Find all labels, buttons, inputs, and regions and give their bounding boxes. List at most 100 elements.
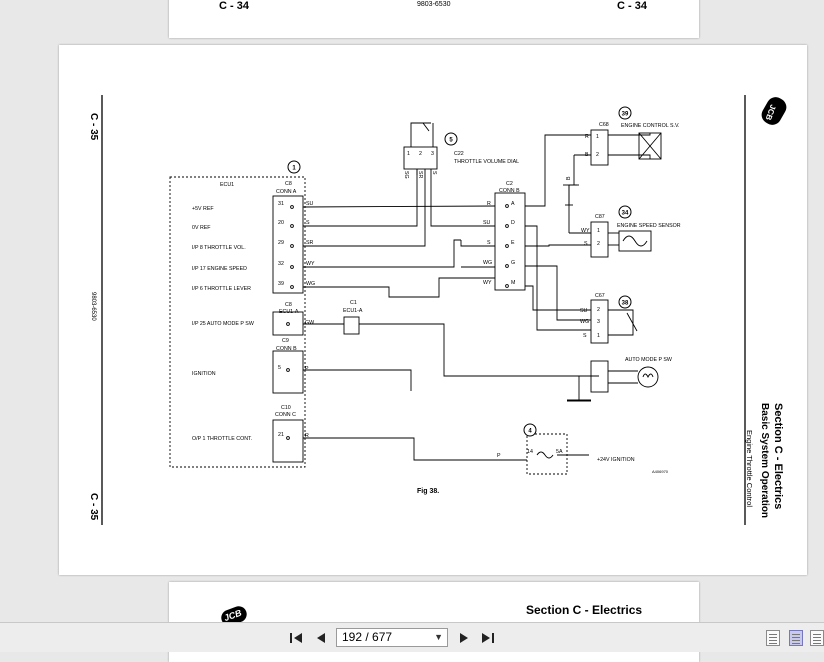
c87-wire-1: WY bbox=[581, 228, 590, 234]
two-page-view-button[interactable] bbox=[810, 630, 824, 646]
c8-wire-4: WY bbox=[306, 261, 315, 267]
callout-text-5: 5 bbox=[449, 138, 453, 144]
c22-wire-2: SR bbox=[417, 171, 423, 179]
figure-caption: Fig 38. bbox=[417, 488, 439, 495]
c87-pin-2: 2 bbox=[597, 241, 600, 247]
chevron-down-icon: ▼ bbox=[434, 632, 443, 642]
document-page: C - 35 C - 35 9803-6530 Section C - Elec… bbox=[59, 45, 807, 575]
c2-wire-2: SU bbox=[483, 220, 491, 226]
page-indicator: 192 / 677 bbox=[342, 630, 393, 644]
prev-page-number-right: C - 34 bbox=[617, 0, 647, 12]
c8-conn: CONN A bbox=[276, 189, 297, 195]
c9-pin: 5 bbox=[278, 365, 281, 371]
c8-pin-2: 20 bbox=[278, 220, 284, 226]
c67-label: C67 bbox=[595, 293, 605, 299]
page-selector[interactable]: 192 / 677 ▼ bbox=[336, 628, 448, 647]
figure-id: A406970 bbox=[652, 469, 669, 474]
c8b-label: C8 bbox=[285, 302, 292, 308]
callout-5 bbox=[444, 132, 458, 146]
c8-pin-3: 29 bbox=[278, 240, 284, 246]
topic-title: Engine Throttle Control bbox=[745, 430, 754, 507]
callout-38 bbox=[618, 295, 632, 309]
c22-wire-1: SG bbox=[403, 171, 409, 179]
previous-page-icon bbox=[317, 633, 325, 643]
c2-pin-4: G bbox=[511, 260, 515, 266]
c10-conn: CONN C bbox=[275, 412, 296, 418]
c8-wire-2: S bbox=[306, 220, 310, 226]
callout-39 bbox=[618, 106, 632, 120]
c22-wire-3: S bbox=[431, 171, 437, 175]
c22-desc: THROTTLE VOLUME DIAL bbox=[454, 159, 519, 165]
c1-conn: ECU1-A bbox=[343, 308, 363, 314]
c8-wire-5: WG bbox=[306, 281, 315, 287]
subsection-title: Basic System Operation bbox=[759, 403, 770, 518]
fuse-pin-1: 14 bbox=[527, 449, 533, 455]
c2-conn: CONN B bbox=[499, 188, 520, 194]
c2-wire-1: R bbox=[487, 201, 491, 207]
last-page-button[interactable] bbox=[480, 630, 496, 646]
callout-text-38: 38 bbox=[622, 301, 629, 307]
c67-wire-2: WG bbox=[580, 319, 589, 325]
ignition-label: +24V IGNITION bbox=[597, 457, 635, 463]
c67-wire-1: SU bbox=[580, 308, 588, 314]
side-doc-number: 9803-6530 bbox=[90, 292, 96, 321]
c9-conn: CONN B bbox=[276, 346, 297, 352]
c68-desc: ENGINE CONTROL S.V. bbox=[621, 123, 679, 129]
ecu-signal-1: +5V REF bbox=[192, 206, 214, 212]
c2-label: C2 bbox=[506, 181, 513, 187]
next-section-title: Section C - Electrics bbox=[526, 603, 643, 617]
c8b-conn: ECU1-A bbox=[279, 309, 299, 315]
callout-text-39: 39 bbox=[622, 112, 629, 118]
c22-label: C22 bbox=[454, 151, 464, 157]
prev-page-number-left: C - 34 bbox=[219, 0, 249, 12]
previous-page-button[interactable] bbox=[314, 630, 328, 646]
c8-pin-5: 39 bbox=[278, 281, 284, 287]
auto-mode-label: AUTO MODE P SW bbox=[625, 357, 672, 363]
callout-text-1: 1 bbox=[292, 166, 296, 172]
c22-pin-3: 3 bbox=[431, 151, 434, 157]
c2-pin-2: D bbox=[511, 220, 515, 226]
page-graphics: C - 35 C - 35 9803-6530 Section C - Elec… bbox=[88, 95, 787, 525]
c1-label: C1 bbox=[350, 300, 357, 306]
ecu-signal-5: I/P 6 THROTTLE LEVER bbox=[192, 286, 251, 292]
c2-wire-4: WG bbox=[483, 260, 492, 266]
c67-pin-3: 1 bbox=[597, 333, 600, 339]
ground-wire: B bbox=[566, 176, 572, 180]
c10-wire: R bbox=[305, 433, 309, 439]
fuse-pin-2: 5A bbox=[556, 449, 563, 455]
c2-pin-5: M bbox=[511, 280, 515, 286]
c68-wire-2: B bbox=[585, 152, 589, 158]
ecu-box bbox=[169, 176, 306, 468]
c8-pin-4: 32 bbox=[278, 261, 284, 267]
ecu-signal-4: I/P 17 ENGINE SPEED bbox=[192, 266, 247, 272]
c87-label: C87 bbox=[595, 214, 605, 220]
c87-wire-2: S bbox=[584, 241, 588, 247]
callout-4 bbox=[523, 423, 537, 437]
c2-wire-5: WY bbox=[483, 280, 492, 286]
next-page-button[interactable] bbox=[457, 630, 471, 646]
next-page-icon bbox=[460, 633, 468, 643]
ecu-signal-3: I/P 8 THROTTLE VOL. bbox=[192, 245, 246, 251]
fuse-wire: P bbox=[497, 453, 501, 459]
ecu-signal-8: O/P 1 THROTTLE CONT. bbox=[192, 436, 252, 442]
page-number-top: C - 35 bbox=[88, 113, 99, 141]
single-page-view-button[interactable] bbox=[766, 630, 780, 646]
c68-pin-1: 1 bbox=[596, 134, 599, 140]
previous-page: C - 34 9803-6530 C - 34 bbox=[169, 0, 699, 38]
section-title: Section C - Electrics bbox=[772, 403, 784, 509]
continuous-view-button[interactable] bbox=[789, 630, 803, 646]
c8-pin-1: 31 bbox=[278, 201, 284, 207]
ecu-signal-2: 0V REF bbox=[192, 225, 211, 231]
last-page-icon bbox=[482, 633, 494, 643]
ecu-signal-6: I/P 25 AUTO MODE P SW bbox=[192, 321, 254, 327]
c2-wire-3: S bbox=[487, 240, 491, 246]
first-page-button[interactable] bbox=[288, 630, 304, 646]
viewer-toolbar: 192 / 677 ▼ bbox=[0, 622, 824, 652]
c2-pin-3: E bbox=[511, 240, 515, 246]
c67-pin-1: 2 bbox=[597, 307, 600, 313]
c2-pin-1: A bbox=[511, 201, 515, 207]
callout-text-34: 34 bbox=[622, 211, 629, 217]
c87-desc: ENGINE SPEED SENSOR bbox=[617, 223, 681, 229]
c67-wire-3: S bbox=[583, 333, 587, 339]
c87-pin-1: 1 bbox=[597, 228, 600, 234]
